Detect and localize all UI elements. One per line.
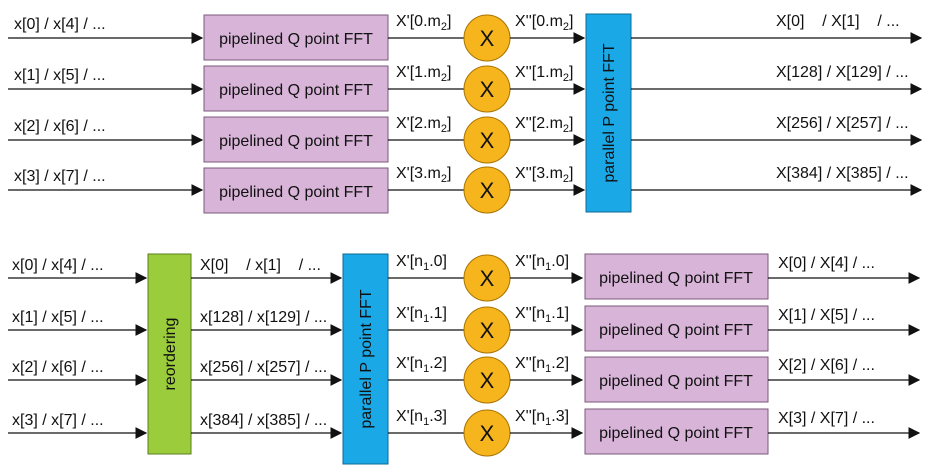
bottom-input-label: x[0] / x[4] / ... — [12, 257, 104, 274]
reordered-label: X[0] / x[1] / ... — [200, 257, 321, 274]
bottom-output-arrows — [768, 272, 921, 439]
pipelined-fft-block — [584, 305, 769, 352]
bottom-output-labels: X[0] / X[4] / ... X[1] / X[5] / ... X[2]… — [778, 255, 875, 427]
pipelined-fft-block — [203, 167, 389, 214]
pipelined-fft-block — [584, 408, 769, 455]
pipelined-fft-label: pipelined Q point FFT — [599, 425, 753, 442]
pipelined-fft-label: pipelined Q point FFT — [219, 184, 373, 201]
bottom-input-labels: x[0] / x[4] / ... x[1] / x[5] / ... x[2]… — [12, 257, 104, 429]
reordered-arrows — [191, 272, 343, 439]
top-post-mult-labels: X''[0.m2] X''[1.m2] X''[2.m2] X''[3.m2] — [515, 13, 573, 185]
pipelined-fft-block — [203, 116, 389, 163]
bottom-post-arrows — [510, 272, 584, 439]
reordered-labels: X[0] / x[1] / ... x[128] / x[129] / ... … — [200, 257, 327, 429]
top-output-arrows — [631, 32, 923, 196]
parallel-fft-label: parallel P point FFT — [601, 43, 618, 183]
pre-mult-label: X'[2.m2] — [396, 115, 451, 135]
bottom-input-label: x[2] / x[6] / ... — [12, 359, 104, 376]
top-output-label: X[0] / X[1] / ... — [776, 13, 900, 30]
top-output-label: X[256] / X[257] / ... — [776, 115, 909, 132]
bottom-output-label: X[3] / X[7] / ... — [778, 410, 875, 427]
pre-mult-label: X'[n1.3] — [396, 408, 447, 428]
bottom-input-label: x[3] / x[7] / ... — [12, 412, 104, 429]
pipelined-fft-block — [203, 14, 389, 61]
reordered-label: x[128] / x[129] / ... — [200, 309, 327, 326]
parallel-fft-block — [342, 253, 389, 465]
pre-mult-label: X'[n1.2] — [396, 355, 447, 375]
pre-mult-label: X'[3.m2] — [396, 165, 451, 185]
multiplier-symbol: X — [480, 421, 495, 446]
reordering-block — [147, 253, 192, 455]
top-input-labels: x[0] / x[4] / ... x[1] / x[5] / ... x[2]… — [14, 16, 106, 185]
reordered-label: x[256] / x[257] / ... — [200, 359, 327, 376]
pre-mult-label: X'[n1.0] — [396, 253, 447, 273]
multiplier-symbol: X — [480, 77, 495, 102]
bottom-output-label: X[0] / X[4] / ... — [778, 255, 875, 272]
bottom-output-label: X[1] / X[5] / ... — [778, 307, 875, 324]
multiplier-symbol: X — [480, 178, 495, 203]
pre-mult-label: X'[1.m2] — [396, 64, 451, 84]
post-mult-label: X''[0.m2] — [515, 13, 573, 33]
top-input-label: x[1] / x[5] / ... — [14, 67, 106, 84]
post-mult-label: X''[n1.1] — [515, 305, 569, 325]
top-input-arrows — [8, 32, 204, 196]
post-mult-label: X''[n1.2] — [515, 355, 569, 375]
bottom-mid-lines — [388, 277, 464, 434]
bottom-diagram: x[0] / x[4] / ... x[1] / x[5] / ... x[2]… — [8, 253, 921, 465]
multiplier-symbol: X — [480, 26, 495, 51]
top-input-label: x[0] / x[4] / ... — [14, 16, 106, 33]
parallel-fft-block — [585, 13, 632, 213]
bottom-input-arrows — [8, 272, 148, 439]
post-mult-label: X''[n1.3] — [515, 408, 569, 428]
bottom-input-label: x[1] / x[5] / ... — [12, 309, 104, 326]
pre-mult-label: X'[0.m2] — [396, 13, 451, 33]
multiplier-symbol: X — [480, 318, 495, 343]
top-input-label: x[2] / x[6] / ... — [14, 118, 106, 135]
bottom-post-mult-labels: X''[n1.0] X''[n1.1] X''[n1.2] X''[n1.3] — [515, 253, 569, 428]
pipelined-fft-block — [584, 253, 769, 300]
top-fft-blocks: pipelined Q point FFT pipelined Q point … — [203, 14, 389, 214]
bottom-pre-mult-labels: X'[n1.0] X'[n1.1] X'[n1.2] X'[n1.3] — [396, 253, 447, 428]
pipelined-fft-label: pipelined Q point FFT — [599, 270, 753, 287]
top-pre-mult-labels: X'[0.m2] X'[1.m2] X'[2.m2] X'[3.m2] — [396, 13, 451, 185]
bottom-multipliers: X X X X — [463, 254, 511, 457]
pipelined-fft-label: pipelined Q point FFT — [219, 82, 373, 99]
pipelined-fft-block — [584, 356, 769, 403]
multiplier-symbol: X — [480, 368, 495, 393]
bottom-fft-blocks: pipelined Q point FFT pipelined Q point … — [584, 253, 769, 455]
multiplier-symbol: X — [480, 266, 495, 291]
multiplier-symbol: X — [480, 128, 495, 153]
bottom-output-label: X[2] / X[6] / ... — [778, 357, 875, 374]
pipelined-fft-block — [203, 65, 389, 112]
post-mult-label: X''[n1.0] — [515, 253, 569, 273]
pipelined-fft-label: pipelined Q point FFT — [219, 31, 373, 48]
top-output-labels: X[0] / X[1] / ... X[128] / X[129] / ... … — [776, 13, 909, 182]
pipelined-fft-label: pipelined Q point FFT — [599, 322, 753, 339]
top-mid-lines — [388, 37, 464, 191]
post-mult-label: X''[3.m2] — [515, 165, 573, 185]
top-output-label: X[384] / X[385] / ... — [776, 165, 909, 182]
pipelined-fft-label: pipelined Q point FFT — [219, 133, 373, 150]
top-multipliers: X X X X — [463, 14, 511, 214]
top-post-arrows — [510, 32, 586, 196]
pre-mult-label: X'[n1.1] — [396, 305, 447, 325]
top-input-label: x[3] / x[7] / ... — [14, 168, 106, 185]
reordered-label: x[384] / x[385] / ... — [200, 412, 327, 429]
top-diagram: x[0] / x[4] / ... x[1] / x[5] / ... x[2]… — [8, 13, 923, 214]
reordering-label: reordering — [162, 318, 179, 391]
pipelined-fft-label: pipelined Q point FFT — [599, 373, 753, 390]
post-mult-label: X''[1.m2] — [515, 64, 573, 84]
post-mult-label: X''[2.m2] — [515, 115, 573, 135]
top-output-label: X[128] / X[129] / ... — [776, 64, 909, 81]
parallel-fft-label: parallel P point FFT — [358, 289, 375, 429]
